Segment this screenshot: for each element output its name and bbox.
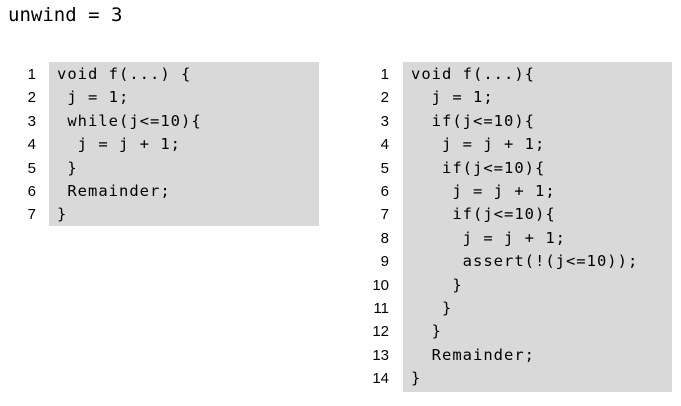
- original-code-listing: 1 void f(...) { 2 j = 1; 3 while(j<=10){ 4 j…: [0, 62, 330, 232]
- line-number: 14: [372, 370, 389, 388]
- line-number: 1: [380, 66, 389, 83]
- line-number: 10: [372, 276, 389, 294]
- code-text: }: [411, 322, 442, 341]
- code-text: j = 1;: [411, 88, 494, 107]
- code-text: Remainder;: [411, 345, 535, 364]
- line-number: 2: [27, 89, 36, 107]
- line-number: 4: [380, 136, 389, 154]
- code-background: [403, 62, 672, 392]
- line-number: 13: [372, 346, 389, 364]
- line-number: 2: [380, 89, 389, 107]
- code-text: Remainder;: [57, 182, 171, 200]
- line-number: 5: [380, 159, 389, 177]
- code-text: void f(...){: [411, 65, 535, 83]
- line-number: 6: [27, 183, 36, 200]
- code-text: assert(!(j<=10));: [411, 252, 639, 271]
- line-number: 8: [380, 229, 389, 247]
- unwound-code-listing: 1 void f(...){ 2 j = 1; 3 if(j<=10){ 4 j = j…: [355, 62, 681, 396]
- code-text: }: [411, 299, 453, 317]
- code-text: j = 1;: [57, 88, 130, 107]
- code-text: if(j<=10){: [411, 205, 556, 224]
- code-text: j = j + 1;: [57, 135, 181, 154]
- unwind-heading: unwind = 3: [8, 4, 123, 26]
- code-text: while(j<=10){: [57, 111, 202, 130]
- code-background: [49, 62, 319, 226]
- code-text: j = j + 1;: [411, 135, 546, 154]
- code-text: }: [411, 275, 463, 294]
- code-text: j = j + 1;: [411, 182, 556, 200]
- line-number: 7: [380, 206, 389, 224]
- code-text: if(j<=10){: [411, 158, 546, 177]
- line-number: 1: [27, 66, 36, 83]
- line-number: 4: [27, 136, 36, 154]
- code-text: }: [57, 205, 68, 224]
- line-number: 6: [380, 183, 389, 200]
- line-number: 12: [372, 323, 389, 341]
- line-number: 3: [380, 112, 389, 130]
- code-text: }: [57, 158, 78, 177]
- line-number: 5: [27, 159, 36, 177]
- code-text: if(j<=10){: [411, 111, 535, 130]
- code-text: }: [411, 369, 422, 388]
- code-text: j = j + 1;: [411, 228, 566, 247]
- line-number: 11: [373, 300, 389, 317]
- line-number: 9: [380, 253, 389, 271]
- code-text: void f(...) {: [57, 65, 192, 83]
- line-number: 3: [27, 112, 36, 130]
- line-number: 7: [27, 206, 36, 224]
